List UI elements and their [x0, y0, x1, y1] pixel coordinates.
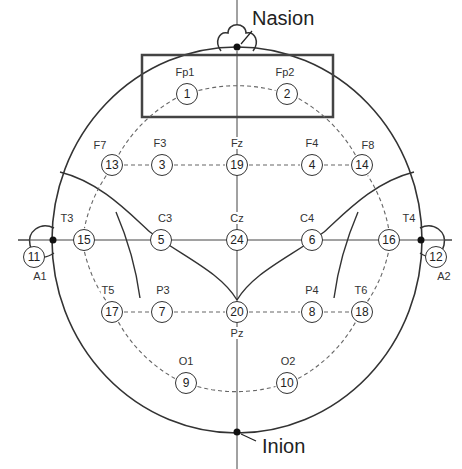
inion-dot: [234, 429, 241, 436]
dashed-connector: [324, 311, 350, 312]
dashed-connector: [118, 322, 174, 378]
dashed-connector: [249, 311, 300, 312]
landmark-label: Inion: [262, 436, 305, 456]
preauricular-dot: [50, 237, 57, 244]
electrode-circle: O210: [276, 372, 298, 394]
electrode-name: O2: [280, 355, 297, 367]
electrode-name: F3: [153, 137, 168, 149]
electrode-number: 9: [176, 373, 196, 393]
electrode-name: F4: [305, 137, 320, 149]
electrode-number: 8: [302, 302, 322, 322]
leader-line: [241, 31, 252, 44]
electrode-circle: A111: [23, 246, 45, 268]
dashed-connector: [298, 322, 355, 378]
nasion-dot: [234, 44, 241, 51]
electrode-circle: P37: [151, 301, 173, 323]
leader-line: [241, 434, 256, 441]
electrode-circle: F713: [101, 154, 123, 176]
fissure-curve: [60, 172, 237, 300]
electrode-number: 2: [277, 84, 297, 104]
horizontal-axis: [420, 240, 452, 241]
dashed-connector: [249, 164, 300, 165]
electrode-circle: F814: [351, 154, 373, 176]
electrode-number: 19: [227, 155, 247, 175]
highlight-box: [142, 55, 333, 117]
electrode-number: 10: [277, 373, 297, 393]
electrode-number: 16: [379, 230, 399, 250]
electrode-number: 15: [74, 230, 94, 250]
electrode-circle: P48: [301, 301, 323, 323]
electrode-name: Fp1: [175, 66, 196, 78]
electrode-name: T3: [60, 212, 75, 224]
dashed-connector: [368, 252, 389, 301]
electrode-number: 20: [227, 302, 247, 322]
electrode-number: 5: [151, 230, 171, 250]
electrode-name: C3: [157, 212, 173, 224]
electrode-name: O1: [178, 355, 195, 367]
electrode-circle: F33: [151, 154, 173, 176]
electrode-circle: Fp22: [276, 83, 298, 105]
electrode-number: 1: [177, 84, 197, 104]
electrode-circle: F44: [301, 154, 323, 176]
electrode-number: 18: [352, 302, 372, 322]
electrode-circle: T416: [378, 229, 400, 251]
electrode-name: Pz: [230, 327, 245, 339]
electrode-number: 13: [102, 155, 122, 175]
electrode-number: 14: [352, 155, 372, 175]
electrode-name: T4: [402, 212, 417, 224]
electrode-name: C4: [299, 212, 315, 224]
electrode-number: 17: [102, 302, 122, 322]
electrode-number: 7: [152, 302, 172, 322]
electrode-circle: Pz20: [226, 301, 248, 323]
dashed-connector: [124, 311, 150, 312]
fissure-curve: [237, 172, 414, 300]
electrode-circle: C46: [301, 229, 323, 251]
horizontal-axis: [18, 240, 54, 241]
electrode-name: P4: [304, 284, 319, 296]
electrode-circle: Fz19: [226, 154, 248, 176]
fissure-curve: [116, 212, 140, 298]
electrode-number: 6: [302, 230, 322, 250]
landmark-label: Nasion: [252, 8, 314, 28]
electrode-number: 3: [152, 155, 172, 175]
electrode-name: Fz: [230, 137, 244, 149]
electrode-circle: Cz24: [226, 229, 248, 251]
electrode-name: T6: [354, 284, 369, 296]
electrode-name: F8: [361, 139, 376, 151]
head-outline: [52, 47, 422, 433]
dashed-connector: [324, 164, 350, 165]
electrode-circle: A212: [425, 246, 447, 268]
electrode-name: Fp2: [275, 66, 296, 78]
electrode-circle: C35: [150, 229, 172, 251]
electrode-number: 11: [24, 247, 44, 267]
electrode-name: A2: [436, 270, 451, 282]
electrode-circle: T315: [73, 229, 95, 251]
electrode-circle: Fp11: [176, 83, 198, 105]
electrode-circle: T517: [101, 301, 123, 323]
dashed-connector: [174, 164, 225, 165]
dashed-connector: [197, 387, 275, 392]
electrode-number: 4: [302, 155, 322, 175]
electrode-number: 24: [227, 230, 247, 250]
electrode-name: Cz: [229, 212, 244, 224]
electrode-name: F7: [93, 139, 108, 151]
electrode-name: A1: [32, 270, 47, 282]
electrode-name: T5: [101, 284, 116, 296]
dashed-connector: [368, 176, 389, 228]
dashed-connector: [124, 164, 150, 165]
electrode-name: P3: [155, 284, 170, 296]
electrode-number: 12: [426, 247, 446, 267]
dashed-connector: [174, 311, 225, 312]
preauricular-dot: [418, 237, 425, 244]
dashed-connector: [84, 176, 106, 228]
electrode-circle: T618: [351, 301, 373, 323]
dashed-connector: [298, 98, 355, 155]
electrode-circle: O19: [175, 372, 197, 394]
dashed-connector: [119, 98, 176, 155]
dashed-connector: [198, 86, 275, 91]
